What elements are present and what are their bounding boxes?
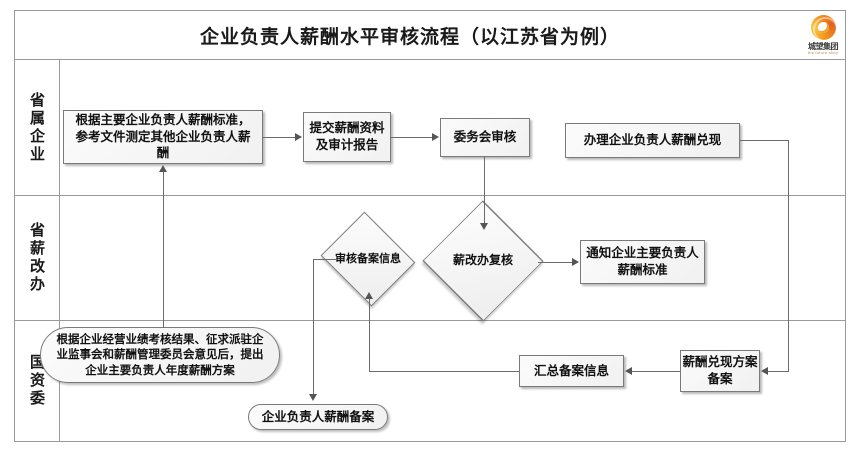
node-annual-plan[interactable]: 根据企业经营业绩考核结果、征求派驻企业监事会和薪酬管理委员会意见后，提出企业主要…	[40, 327, 280, 383]
arrowhead-aggregate-to-review	[365, 292, 373, 299]
connector-submit-to-committee	[391, 137, 433, 138]
node-office-recheck[interactable]: 薪改办复核	[422, 200, 544, 322]
connector-payoutfiling-to-aggregate	[632, 371, 680, 372]
company-logo: 城望集团 the future ahity	[801, 13, 845, 58]
connector-annualplan-stub	[163, 320, 164, 328]
node-determine-salary[interactable]: 根据主要企业负责人薪酬标准，参考文件测定其他企业负责人薪酬	[63, 110, 263, 164]
connector-payout-right	[740, 140, 788, 141]
arrowhead-payout-to-filing	[761, 367, 768, 375]
connector-payout-down	[788, 140, 789, 372]
logo-company-name-cn: 城望集团	[808, 42, 839, 51]
node-review-filing-info[interactable]: 审核备案信息	[320, 211, 416, 307]
node-aggregate-filing[interactable]: 汇总备案信息	[519, 355, 624, 387]
arrowhead-review-to-salaryfiling	[309, 394, 317, 401]
node-review-filing-info-label: 审核备案信息	[335, 251, 401, 265]
title-bar	[15, 11, 845, 60]
arrowhead-determine-to-submit	[295, 133, 302, 141]
connector-committee-to-recheck	[484, 157, 485, 225]
connector-payout-into-filing	[768, 371, 788, 372]
lane-divider-2	[15, 320, 845, 321]
node-salary-filing[interactable]: 企业负责人薪酬备案	[248, 404, 388, 430]
spiral-logo-icon	[810, 15, 838, 42]
arrowhead-payoutfiling-to-aggregate	[625, 367, 632, 375]
node-handle-payout[interactable]: 办理企业负责人薪酬兑现	[565, 123, 740, 158]
swimlane-label-column	[15, 60, 60, 441]
arrowhead-recheck-to-notify	[572, 258, 579, 266]
connector-annualplan-to-determine	[163, 172, 164, 328]
lane-divider-1	[15, 195, 845, 196]
logo-tagline-en: the future ahity	[807, 51, 839, 55]
sidebar-item-lane-2: 国资委	[28, 353, 46, 408]
connector-recheck-to-notify	[538, 262, 573, 263]
node-payout-plan-filing[interactable]: 薪酬兑现方案备案	[680, 350, 760, 392]
connector-review-left	[313, 259, 336, 260]
node-submit-materials[interactable]: 提交薪酬资料及审计报告	[303, 112, 391, 162]
arrowhead-committee-to-recheck	[480, 223, 488, 230]
connector-aggregate-left	[369, 371, 519, 372]
node-office-recheck-label: 薪改办复核	[452, 253, 513, 268]
arrowhead-submit-to-committee	[432, 133, 439, 141]
sidebar-item-lane-1: 省薪改办	[28, 221, 46, 294]
node-notify-standard[interactable]: 通知企业主要负责人薪酬标准	[580, 240, 705, 284]
connector-review-down	[313, 259, 314, 395]
page-title: 企业负责人薪酬水平审核流程（以江苏省为例）	[199, 26, 620, 48]
arrowhead-annualplan-to-determine	[159, 165, 167, 172]
node-committee-review[interactable]: 委务会审核	[440, 118, 530, 157]
sidebar-item-lane-0: 省属企业	[28, 91, 46, 164]
connector-determine-to-submit	[263, 137, 296, 138]
connector-aggregate-up	[369, 299, 370, 371]
